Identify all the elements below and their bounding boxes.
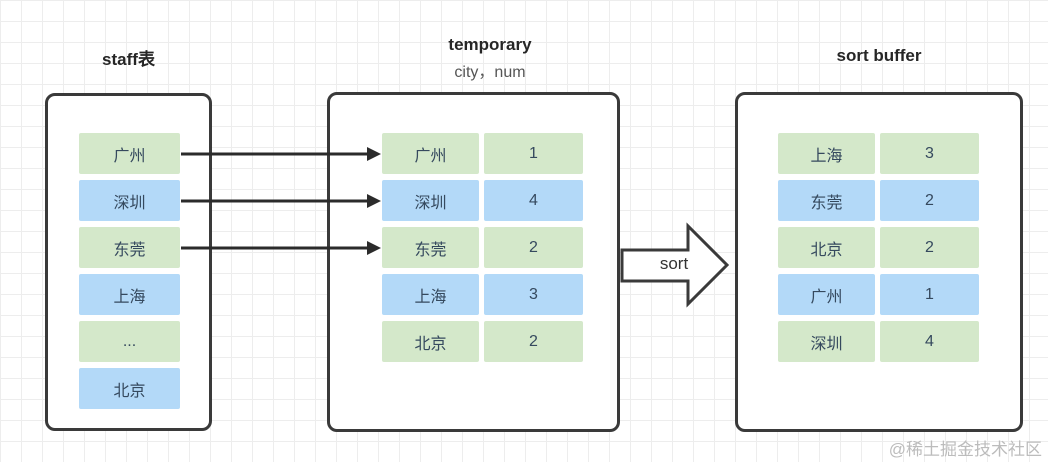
num-cell: 4: [880, 321, 979, 362]
temporary-table-columns: city，num: [454, 64, 526, 81]
sort-arrow-label: sort: [659, 254, 689, 273]
watermark: @稀土掘金技术社区: [888, 440, 1042, 459]
num-cell: 2: [880, 180, 979, 221]
table-row: 北京: [79, 368, 180, 409]
num-cell: 3: [880, 133, 979, 174]
sort-buffer-title: sort buffer: [836, 46, 922, 65]
city-cell: 上海: [79, 274, 180, 315]
temporary-table-title: temporary: [448, 35, 532, 54]
num-cell: 4: [484, 180, 583, 221]
city-cell: 广州: [382, 133, 479, 174]
table-row: 深圳: [79, 180, 180, 221]
city-cell: 北京: [382, 321, 479, 362]
city-cell: 北京: [79, 368, 180, 409]
city-cell: 东莞: [778, 180, 875, 221]
table-row: 上海: [79, 274, 180, 315]
city-cell: 广州: [778, 274, 875, 315]
city-cell: 上海: [778, 133, 875, 174]
city-cell: 深圳: [382, 180, 479, 221]
city-cell: 深圳: [778, 321, 875, 362]
city-cell: 东莞: [79, 227, 180, 268]
num-cell: 2: [484, 321, 583, 362]
staff-table-title: staff表: [102, 50, 155, 69]
num-cell: 2: [484, 227, 583, 268]
staff-table-rows: 广州深圳东莞上海... 北京: [79, 133, 180, 409]
num-cell: 2: [880, 227, 979, 268]
city-cell: 东莞: [382, 227, 479, 268]
city-cell: 广州: [79, 133, 180, 174]
city-cell: 深圳: [79, 180, 180, 221]
city-cell: 北京: [778, 227, 875, 268]
table-row: 东莞: [79, 227, 180, 268]
num-cell: 1: [484, 133, 583, 174]
table-row: 广州: [79, 133, 180, 174]
city-cell: ...: [79, 321, 180, 362]
city-cell: 上海: [382, 274, 479, 315]
num-cell: 1: [880, 274, 979, 315]
num-cell: 3: [484, 274, 583, 315]
table-row: ...: [79, 321, 180, 362]
